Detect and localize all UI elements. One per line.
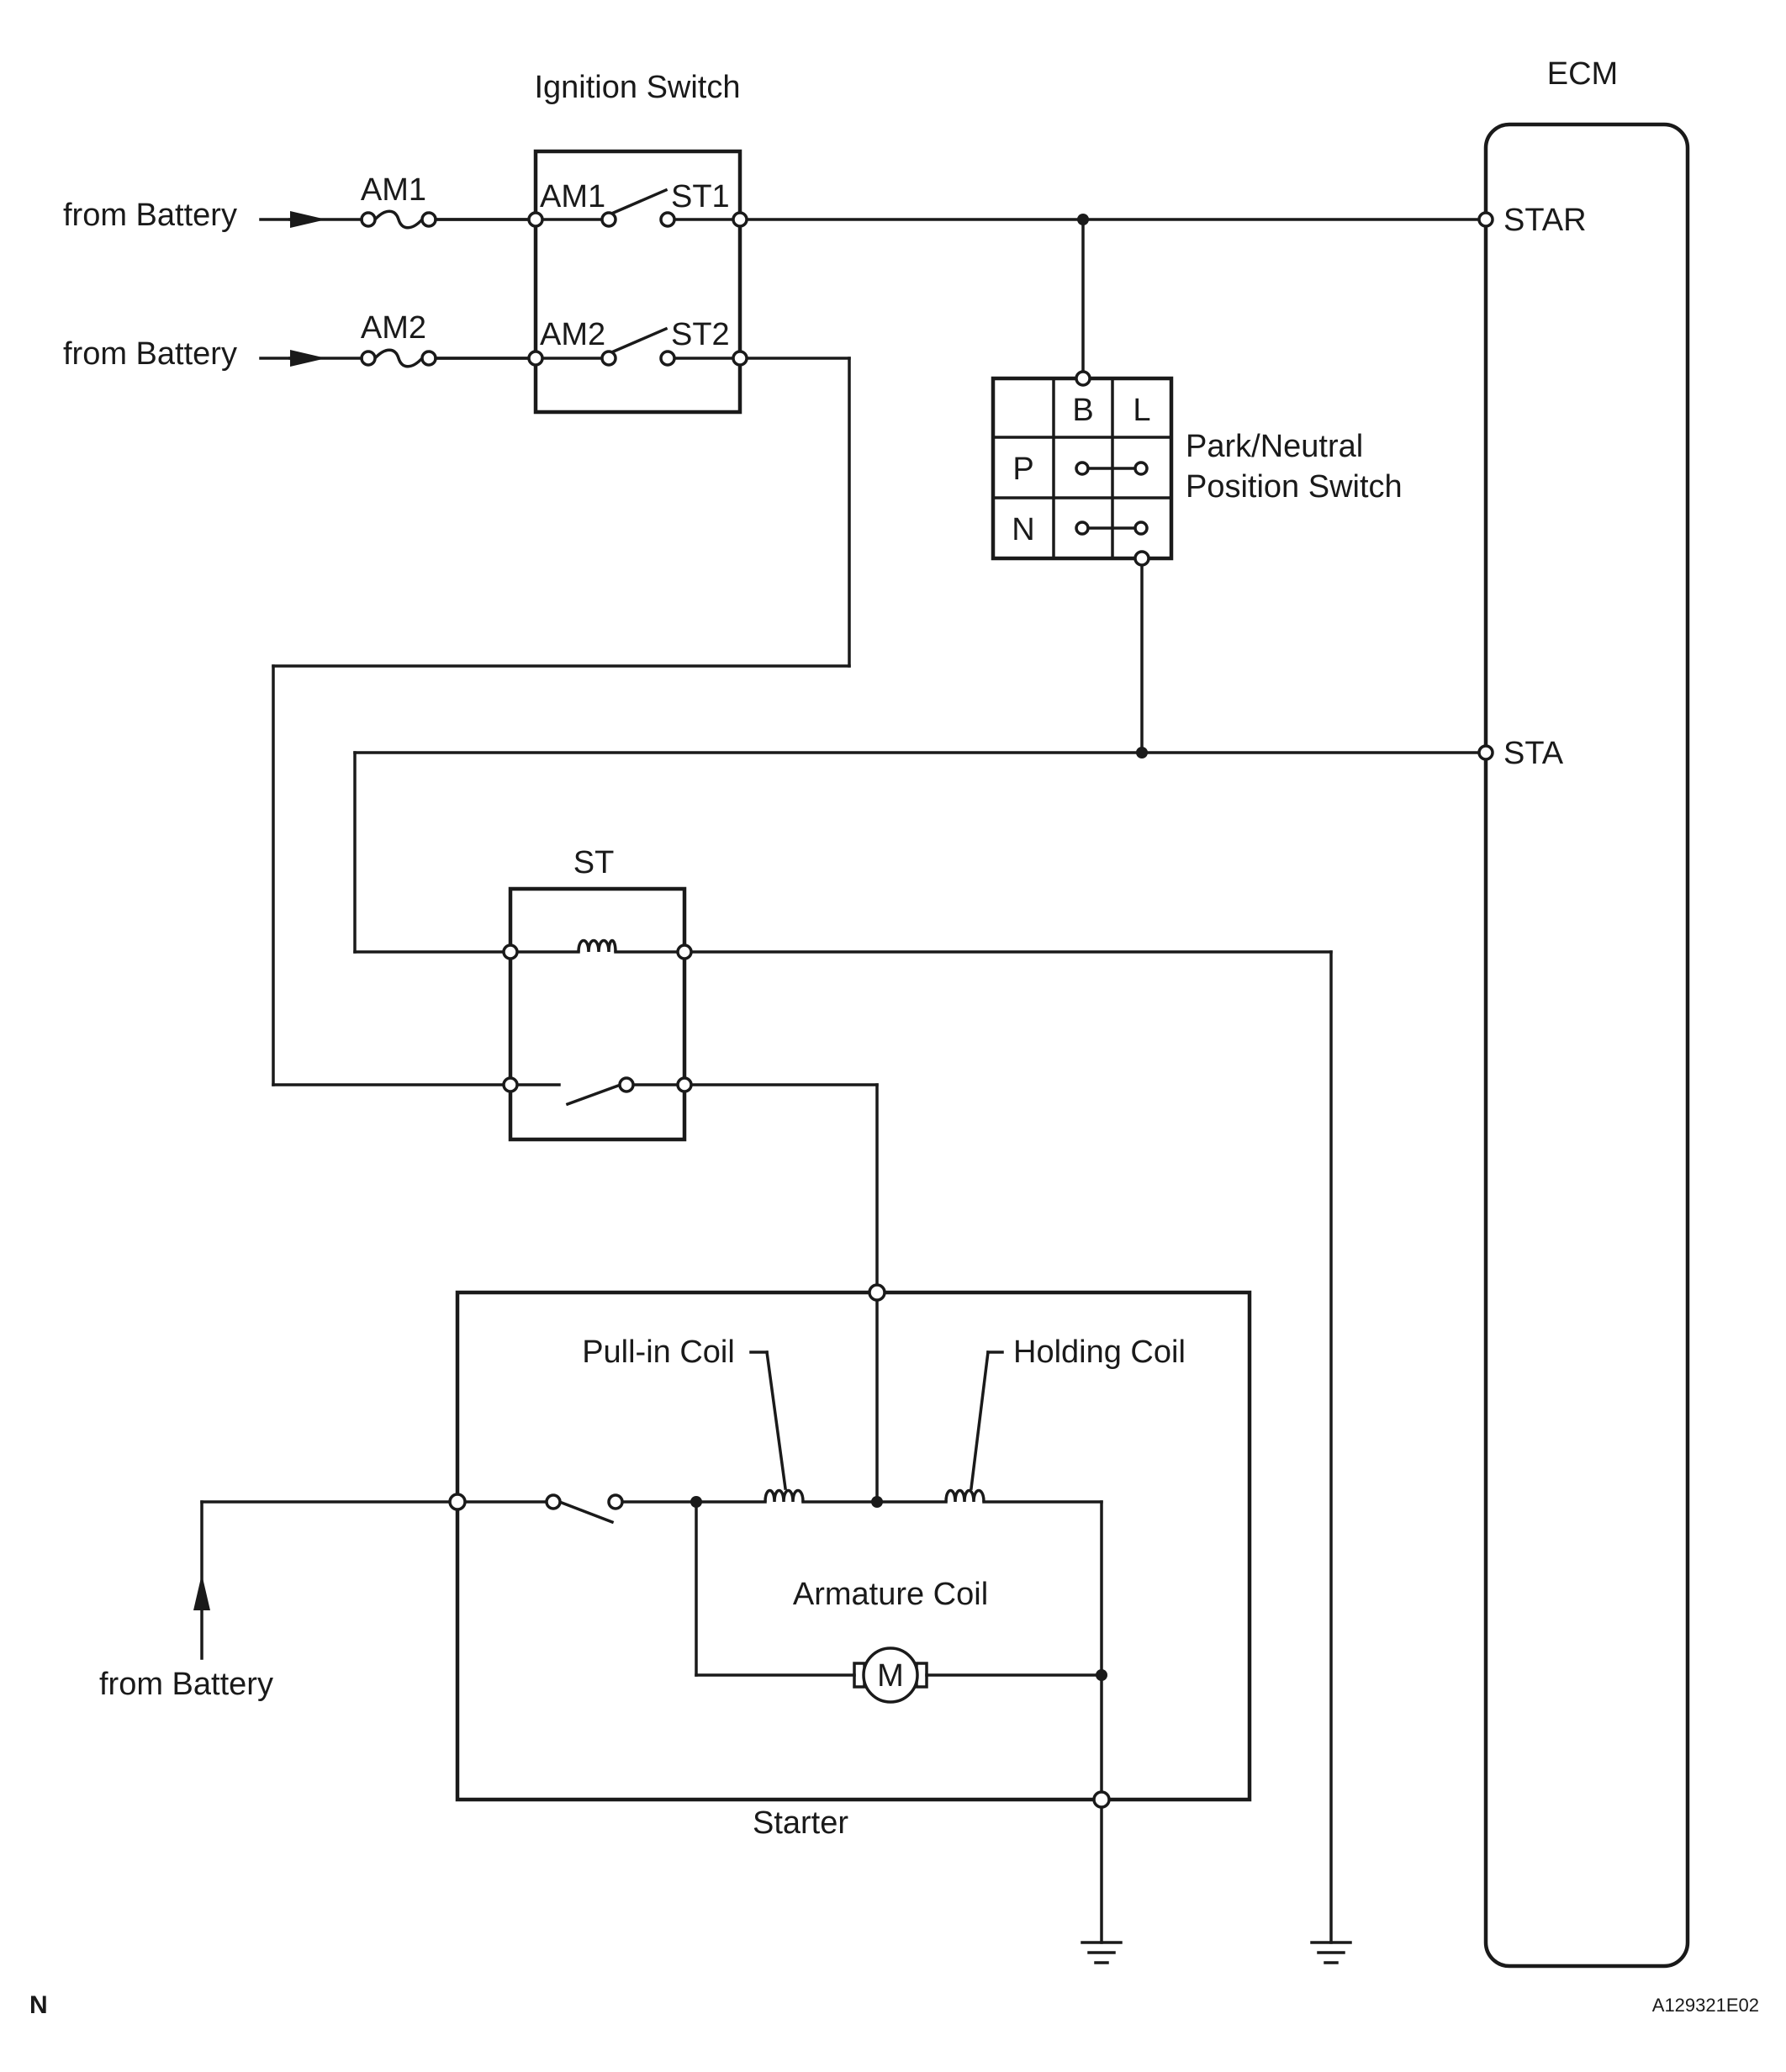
ecm-terminal-star xyxy=(1477,211,1494,228)
pnp-title-line2: Position Switch xyxy=(1186,469,1403,505)
arrow-icon xyxy=(290,350,326,367)
pull-in-coil-label: Pull-in Coil xyxy=(582,1335,735,1370)
from-battery-label: from Battery xyxy=(63,198,237,233)
junction-dot xyxy=(1136,747,1148,758)
from-battery-label: from Battery xyxy=(63,336,237,372)
from-battery-label: from Battery xyxy=(99,1667,273,1702)
pull-in-coil-symbol xyxy=(764,1488,805,1503)
ignition-switch-title: Ignition Switch xyxy=(534,70,740,105)
st-relay-box xyxy=(508,886,687,1142)
ig-am2-label: AM2 xyxy=(540,317,605,352)
pnp-p-label: P xyxy=(1012,452,1033,487)
fuse-am1-label: AM1 xyxy=(361,172,426,208)
pnp-n-label: N xyxy=(1012,512,1034,547)
ecm-title: ECM xyxy=(1547,56,1618,92)
ig-am1-label: AM1 xyxy=(540,179,605,214)
ig-st2-label: ST2 xyxy=(671,317,730,352)
armature-coil-label: Armature Coil xyxy=(793,1577,988,1612)
starter-box xyxy=(455,1290,1252,1802)
st-relay-internals xyxy=(502,938,693,1107)
motor-icon xyxy=(862,1646,919,1704)
pnp-title-line1: Park/Neutral xyxy=(1186,429,1363,464)
figure-code: A129321E02 xyxy=(1652,1995,1759,2016)
pnp-terminal-out xyxy=(1133,550,1150,567)
ecm-sta-label: STA xyxy=(1503,736,1564,771)
fuse-am2-label: AM2 xyxy=(361,310,426,346)
holding-coil-label: Holding Coil xyxy=(1013,1335,1186,1370)
junction-dot xyxy=(1077,214,1089,225)
ground-icon xyxy=(1310,1941,1352,1964)
pnp-l-label: L xyxy=(1133,393,1150,428)
starter-internals xyxy=(448,1283,1111,1809)
ecm-star-label: STAR xyxy=(1503,203,1587,238)
ecm-terminal-sta xyxy=(1477,744,1494,761)
pnp-terminal-b xyxy=(1075,370,1091,387)
fuse-am2 xyxy=(360,348,437,368)
arrow-icon xyxy=(290,211,326,228)
ecm-box xyxy=(1483,122,1690,1969)
ground-icon xyxy=(1081,1941,1123,1964)
arrow-up-icon xyxy=(193,1574,210,1610)
pnp-b-label: B xyxy=(1072,393,1093,428)
ignition-switch-box xyxy=(533,149,742,415)
motor-label: M xyxy=(877,1658,904,1694)
corner-mark: N xyxy=(29,1991,48,2019)
ignition-switch-contacts xyxy=(527,188,748,367)
fuse-am1 xyxy=(360,209,437,230)
starter-label: Starter xyxy=(753,1805,848,1841)
ig-st1-label: ST1 xyxy=(671,179,730,214)
st-relay-label: ST xyxy=(573,845,615,880)
wiring xyxy=(200,218,1487,1944)
holding-coil-symbol xyxy=(944,1488,985,1503)
